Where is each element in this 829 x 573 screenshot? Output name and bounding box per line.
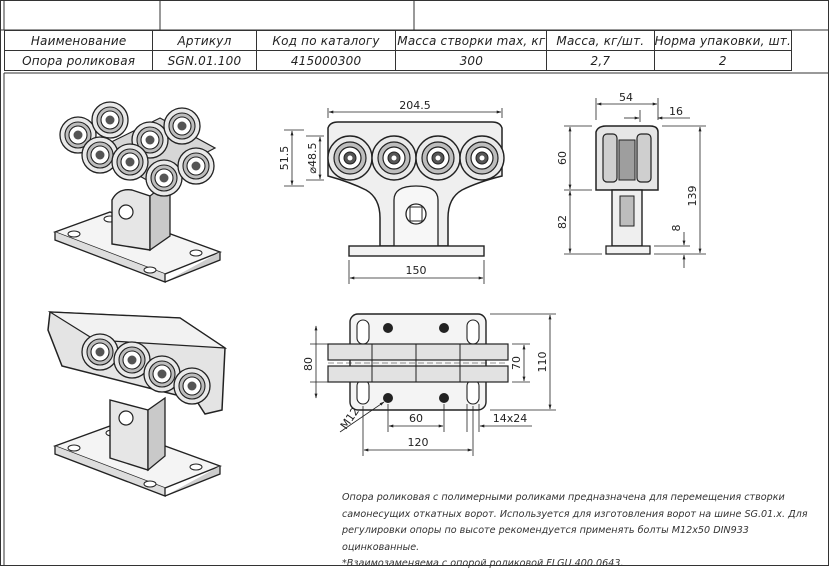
table-row: Опора роликовая SGN.01.100 415000300 300…: [3, 50, 793, 71]
cell-max-weight: 300: [395, 50, 548, 71]
cell-name: Опора роликовая: [3, 50, 154, 71]
cell-catalog-code: 415000300: [255, 50, 397, 71]
dim-depth: 110: [536, 352, 549, 373]
description-note: *Взаимозаменяема с опорой роликовой FLGU…: [342, 558, 624, 569]
table-header-row: Наименование Артикул Код по каталогу Мас…: [3, 30, 793, 51]
dim-offset: 16: [669, 105, 683, 118]
header-pack: Норма упаковки, шт.: [653, 30, 793, 51]
dim-spacing: 60: [409, 412, 423, 425]
dim-top-width: 80: [302, 357, 315, 371]
dim-base: 150: [406, 264, 427, 277]
header-name: Наименование: [3, 30, 154, 51]
iso-view-lower: [47, 311, 228, 497]
dim-slot: 14x24: [493, 412, 528, 425]
dim-inner: 70: [510, 356, 523, 370]
description-text: Опора роликовая с полимерными роликами п…: [342, 492, 808, 553]
spec-table: Наименование Артикул Код по каталогу Мас…: [3, 30, 793, 71]
front-view: 204.5 ⌀48.5 51.5 150: [278, 99, 505, 284]
dim-diameter: ⌀48.5: [306, 142, 319, 173]
top-view: 80 70 110 M12 60 14x24 120: [302, 313, 556, 456]
cell-article: SGN.01.100: [152, 50, 257, 71]
header-max-weight: Масса створки max, кг: [395, 30, 548, 51]
description-block: Опора роликовая с полимерными роликами п…: [342, 490, 826, 573]
cell-pack: 2: [653, 50, 793, 71]
side-view: 54 16 60 82 139 8: [556, 91, 706, 268]
cell-weight: 2,7: [546, 50, 655, 71]
iso-view-upper: [52, 101, 222, 283]
dim-height: 51.5: [278, 146, 291, 171]
dim-width: 204.5: [399, 99, 431, 112]
dim-total-height: 139: [686, 186, 699, 207]
dim-lower-height: 82: [556, 215, 569, 229]
dim-upper-height: 60: [556, 151, 569, 165]
dim-top-width: 54: [619, 91, 633, 104]
dim-length: 120: [408, 436, 429, 449]
dim-plate: 8: [670, 225, 683, 232]
